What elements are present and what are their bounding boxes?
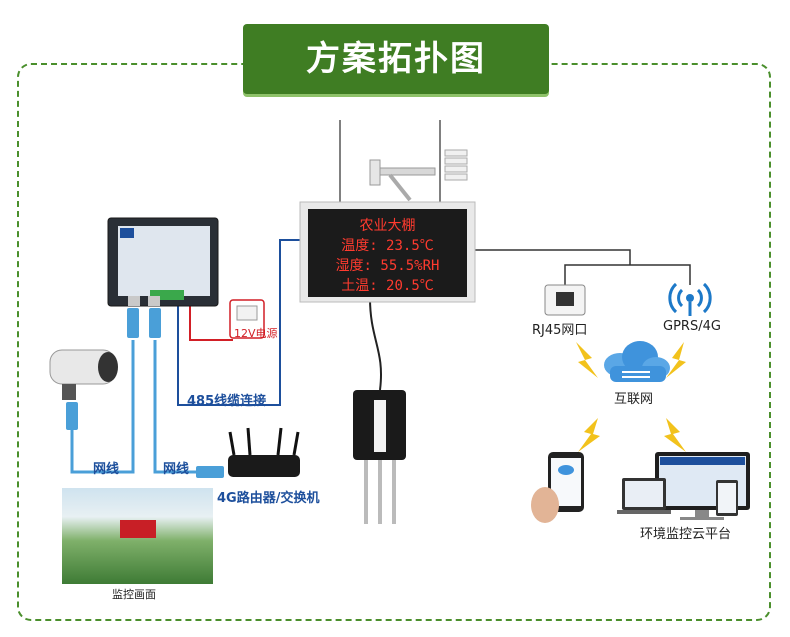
network-plugs — [66, 308, 224, 478]
power-adapter-icon — [229, 299, 265, 339]
led-line-title: 农业大棚 — [359, 218, 416, 234]
gprs-label: GPRS/4G — [663, 319, 721, 334]
net-cable-line-1 — [70, 340, 135, 474]
net-cable-label-1: 网线 — [93, 462, 120, 477]
lightning-icon — [576, 342, 686, 452]
led-line-soil-temp: 土温: 20.5℃ — [341, 278, 434, 294]
soil-sensor-icon — [353, 390, 406, 524]
branch-line — [564, 264, 691, 285]
net-cable-label-2: 网线 — [163, 462, 190, 477]
led-display: 农业大棚 温度: 23.5℃ 湿度: 55.5%RH 土温: 20.5℃ — [308, 209, 467, 297]
router-label: 4G路由器/交换机 — [217, 491, 320, 506]
monitor-photo — [62, 488, 213, 584]
cable-485-line — [177, 239, 308, 406]
led-line-temperature: 温度: 23.5℃ — [341, 238, 434, 254]
router-icon — [228, 427, 300, 477]
led-line-humidity: 湿度: 55.5%RH — [335, 258, 440, 274]
power-12v-label: 12V电源 — [234, 327, 278, 340]
camera-icon — [49, 349, 118, 400]
weather-sensor-icon — [369, 149, 468, 202]
sensor-cable — [369, 297, 382, 391]
photo-led-sign — [120, 520, 156, 538]
uplink-line — [467, 249, 631, 265]
video-encoder-icon — [107, 217, 219, 307]
cable-485-label: 485线缆连接 — [187, 394, 267, 409]
cloud-icon — [604, 341, 670, 382]
wifi-icon — [668, 282, 712, 316]
internet-label: 互联网 — [614, 392, 654, 407]
phone-icon — [531, 452, 584, 523]
monitor-view-label: 监控画面 — [112, 588, 156, 601]
computer-icon — [617, 452, 750, 520]
rj45-label: RJ45网口 — [532, 323, 588, 338]
cloud-platform-label: 环境监控云平台 — [640, 527, 732, 542]
power-line — [189, 300, 233, 341]
page-title: 方案拓扑图 — [306, 39, 486, 79]
title-banner: 方案拓扑图 — [243, 24, 549, 94]
ethernet-port-icon — [544, 284, 586, 316]
